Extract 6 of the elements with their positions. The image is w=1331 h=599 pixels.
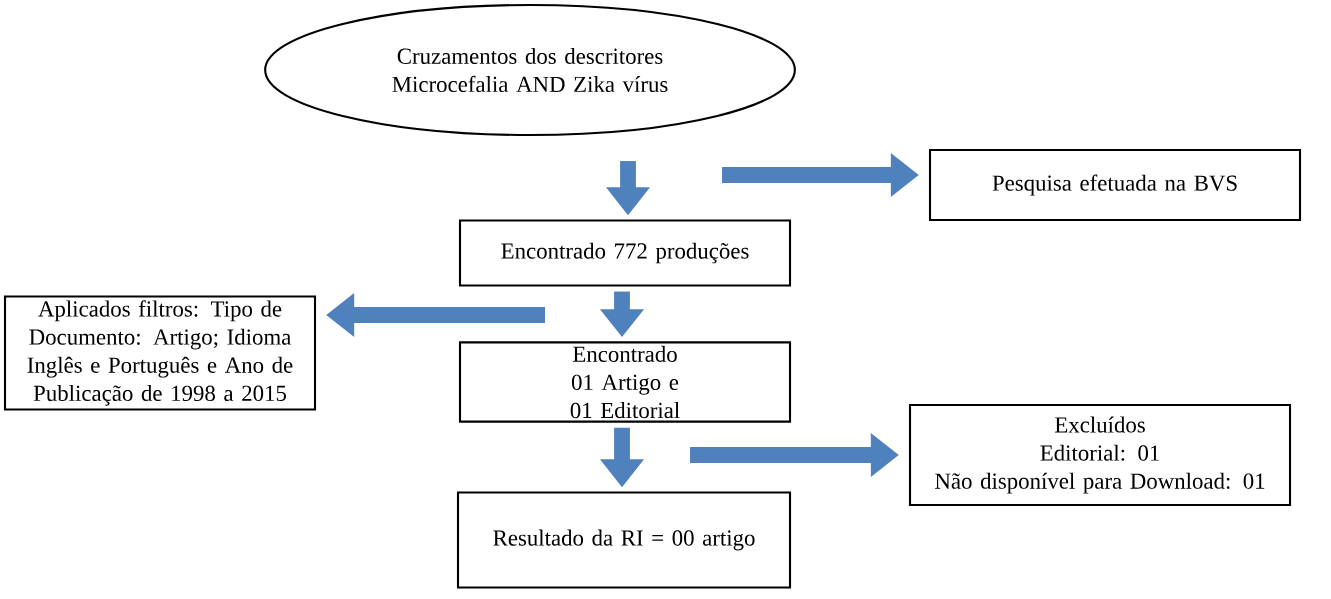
process-box: Encontrado 01 Artigo e 01 Editorial <box>458 341 792 423</box>
process-box: Encontrado 772 produções <box>458 219 792 287</box>
process-box: Resultado da RI = 00 artigo <box>456 491 792 589</box>
process-box: Pesquisa efetuada na BVS <box>928 148 1302 222</box>
process-box: Excluídos Editorial: 01 Não disponível para Download: 01 <box>908 403 1292 507</box>
process-box: Aplicados filtros: Tipo de Documento: Artigo; Idioma Inglês e Português e Ano de Publicação de 1998 a 2015 <box>3 295 317 411</box>
